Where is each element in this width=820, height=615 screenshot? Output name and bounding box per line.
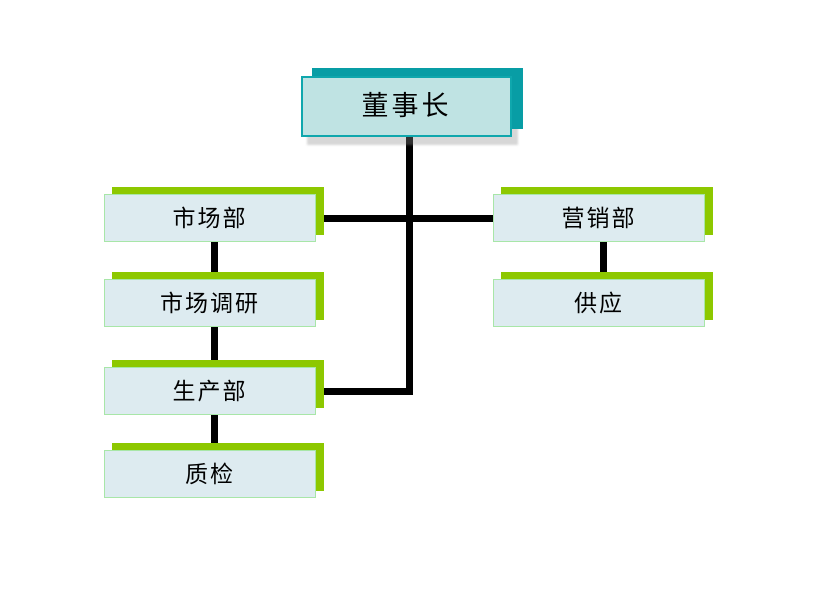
connector-stub-market-to-research: [211, 240, 218, 282]
node-sales-department-face[interactable]: 营销部: [493, 194, 705, 242]
node-supply-label: 供应: [574, 289, 624, 316]
connector-branch-production: [318, 388, 413, 395]
connector-stub-research-to-production: [211, 325, 218, 370]
node-sales-department-label: 营销部: [561, 204, 637, 231]
node-market-research-label: 市场调研: [160, 289, 260, 316]
node-market-research-face[interactable]: 市场调研: [104, 279, 316, 327]
node-market-department-label: 市场部: [172, 204, 248, 231]
node-chairman-label: 董事长: [361, 91, 452, 121]
node-quality-inspection-label: 质检: [185, 460, 235, 487]
node-production-department-face[interactable]: 生产部: [104, 367, 316, 415]
connector-trunk-vertical: [406, 133, 413, 395]
node-supply-face[interactable]: 供应: [493, 279, 705, 327]
connector-branch-right-level1: [411, 215, 495, 222]
connector-branch-left-level1: [316, 215, 408, 222]
node-chairman-face[interactable]: 董事长: [301, 76, 512, 137]
node-quality-inspection-face[interactable]: 质检: [104, 450, 316, 498]
node-market-department-face[interactable]: 市场部: [104, 194, 316, 242]
connector-stub-sales-to-supply: [600, 240, 607, 282]
node-production-department-label: 生产部: [172, 377, 248, 404]
connector-stub-production-to-qc: [211, 413, 218, 453]
